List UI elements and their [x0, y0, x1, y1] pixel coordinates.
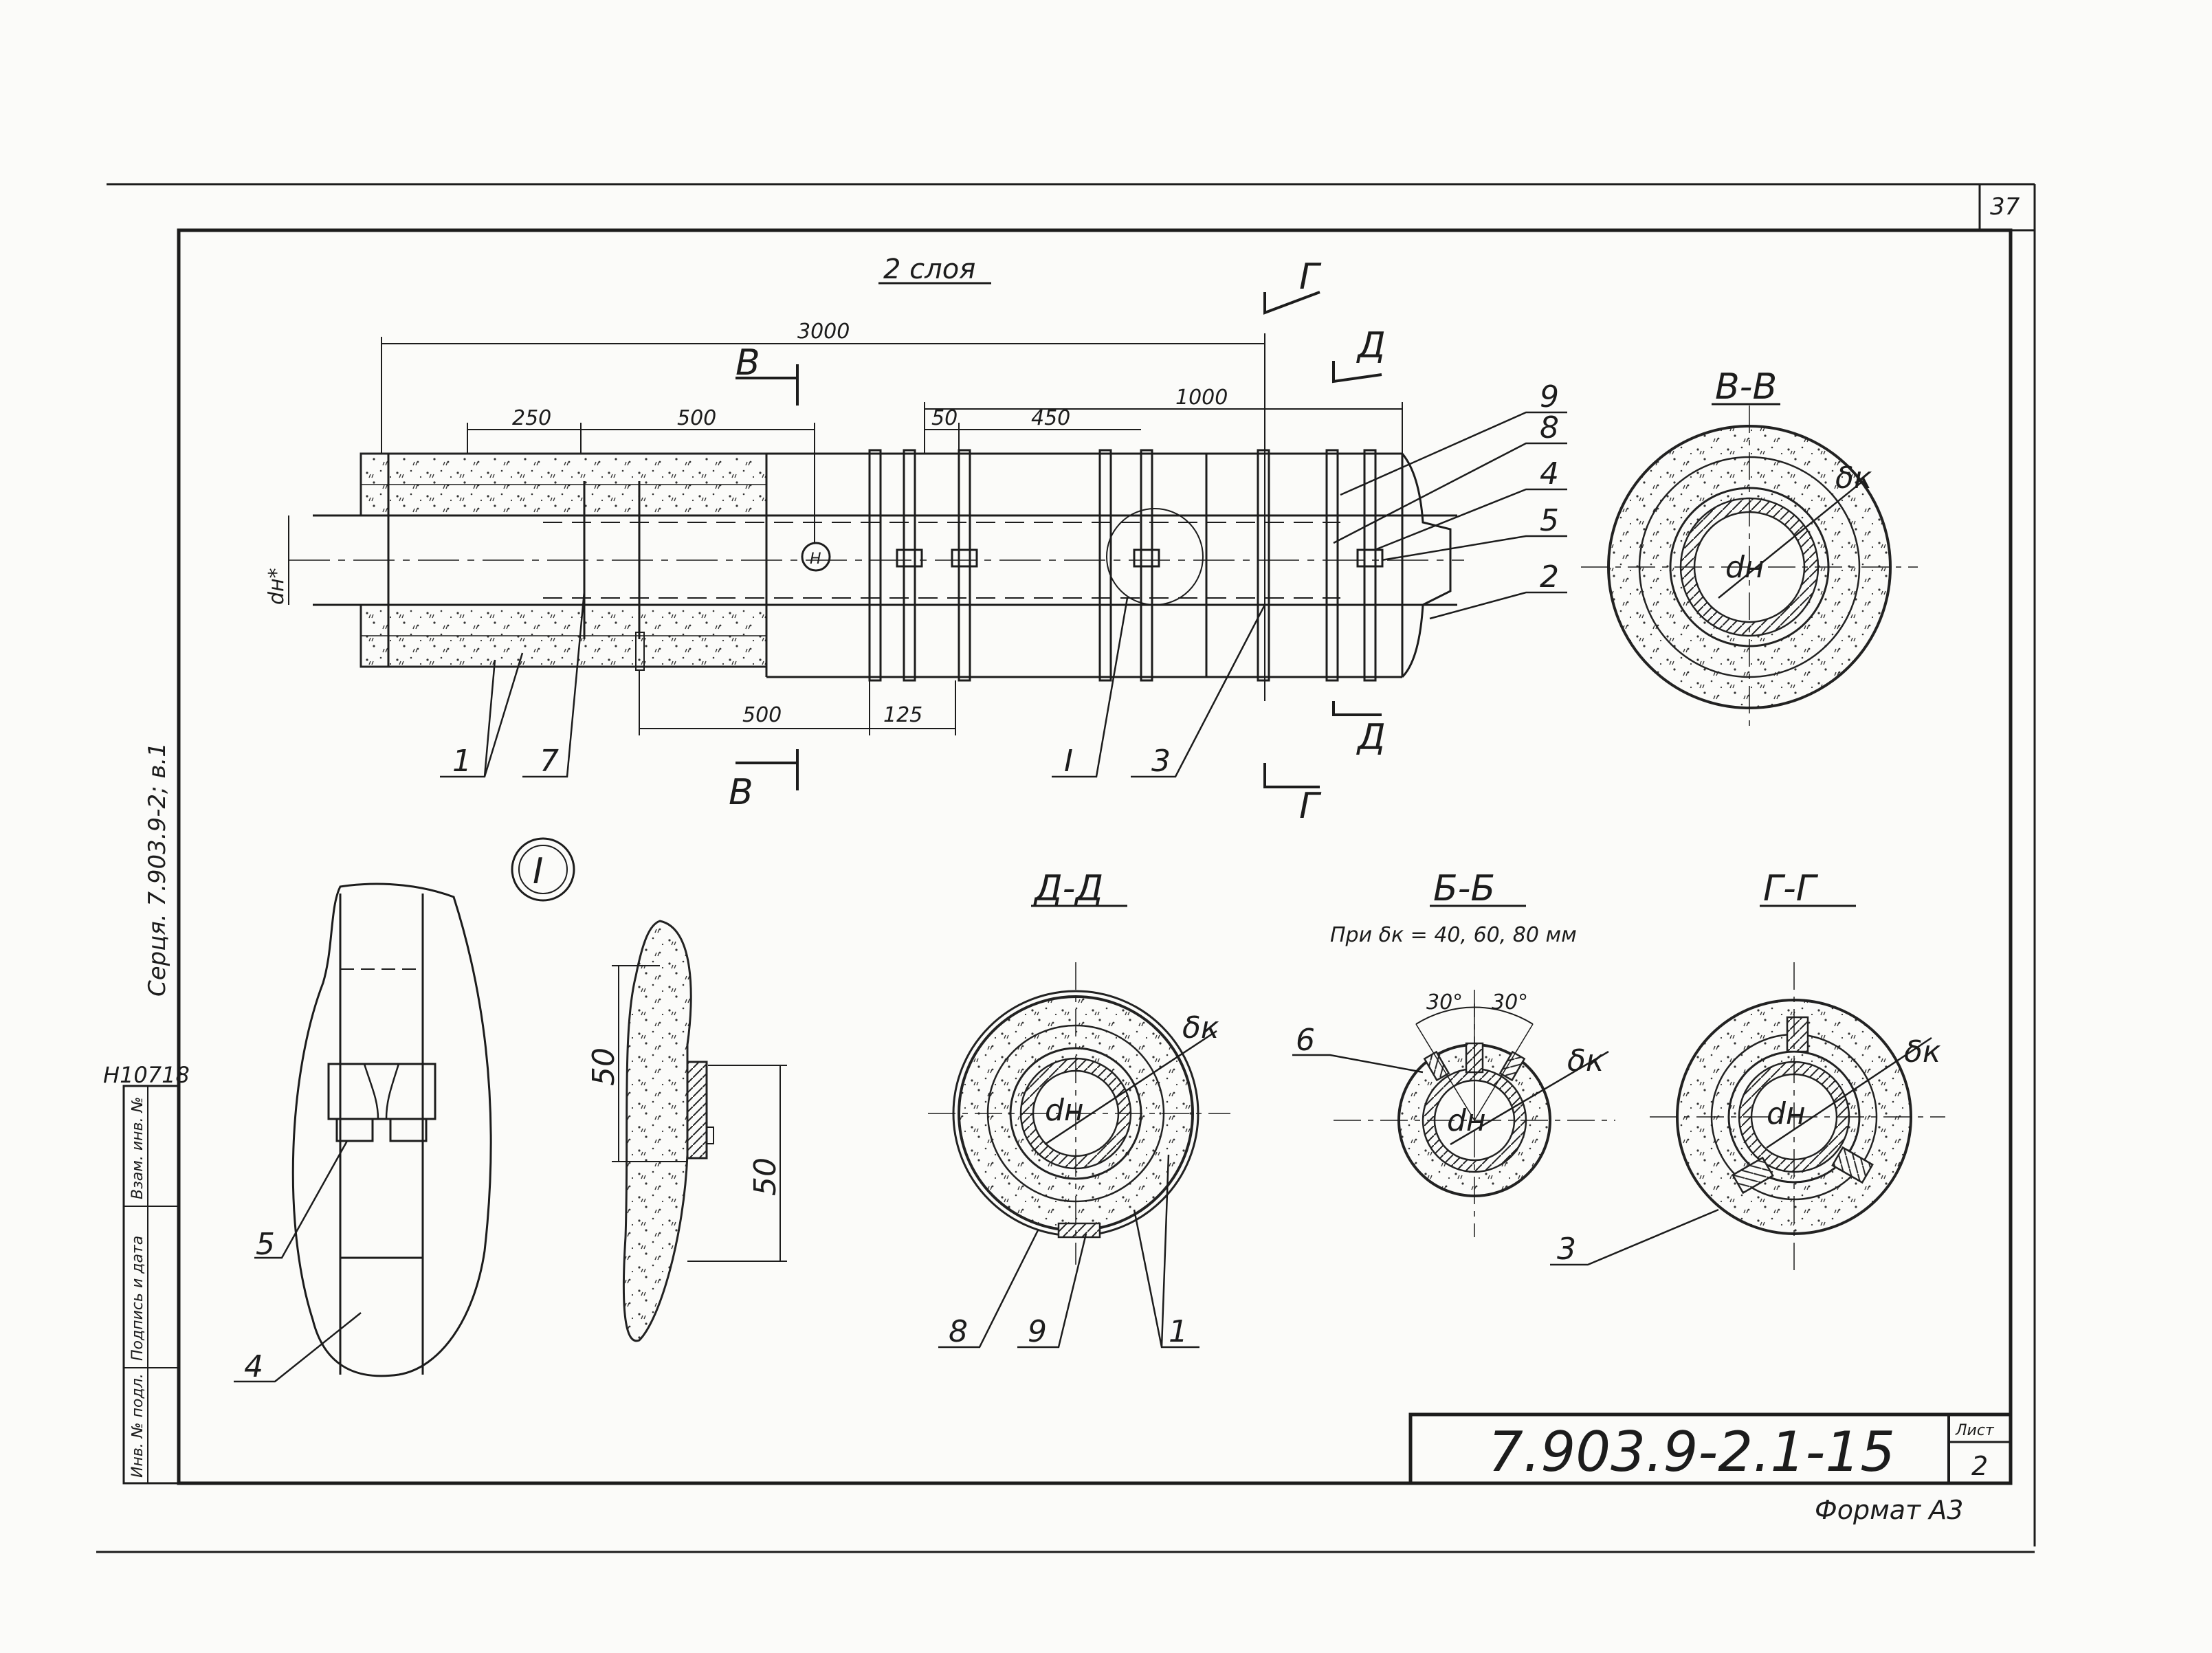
cut-marker-G-bottom: Г: [1299, 786, 1322, 827]
pin-label: Н: [810, 551, 821, 568]
dim-250: 250: [512, 406, 551, 430]
dim-dn: dн*: [265, 568, 289, 605]
section-DD-dn: dн: [1045, 1093, 1084, 1128]
detail-I-dim-50-right: 50: [748, 1157, 783, 1196]
leader-label-3: 3: [1151, 744, 1171, 779]
leader-label-5: 5: [1540, 503, 1559, 538]
detail-I-leader-4: 4: [244, 1349, 263, 1384]
dim-3000: 3000: [797, 320, 850, 344]
dim-500-top: 500: [677, 406, 716, 430]
sheet-label: Лист: [1955, 1422, 1995, 1439]
leader-label-7: 7: [540, 744, 559, 779]
cut-marker-B-top: В: [736, 342, 760, 384]
dim-450: 450: [1031, 406, 1070, 430]
section-BBsmall-dn: dн: [1447, 1103, 1486, 1138]
leader-label-4: 4: [1540, 456, 1559, 491]
dim-500-bottom: 500: [742, 703, 782, 727]
section-DD-dk: δк: [1182, 1010, 1219, 1045]
leader-label-2: 2: [1540, 559, 1559, 595]
detail-I: I 5 4 50 50: [234, 837, 787, 1384]
series-text: Серця. 7.903.9-2; в.1: [144, 742, 171, 997]
detail-I-dim-50-left: 50: [586, 1047, 621, 1086]
section-DD-leader-9: 9: [1028, 1314, 1047, 1349]
section-GG: Г-Г δк dн 3: [1550, 868, 1945, 1272]
section-BBsmall-note: При δк = 40, 60, 80 мм: [1330, 923, 1577, 947]
cut-marker-G-top: Г: [1299, 256, 1322, 298]
section-BBsmall-dk: δк: [1567, 1043, 1604, 1078]
section-DD: Д-Д δк dн 8 9 1: [928, 868, 1230, 1349]
section-DD-leader-8: 8: [949, 1314, 968, 1349]
dim-50: 50: [931, 406, 958, 430]
section-DD-leader-1: 1: [1169, 1314, 1188, 1349]
section-BBsmall-title: Б-Б: [1433, 868, 1495, 909]
section-DD-title: Д-Д: [1033, 868, 1103, 909]
section-BBsmall: Б-Б При δк = 40, 60, 80 мм 30° 30° δк dн…: [1292, 868, 1615, 1237]
section-BBsmall-leader-6: 6: [1296, 1023, 1315, 1058]
leader-label-I: I: [1064, 744, 1073, 779]
stamp-label-inventory: Инв. № подл.: [129, 1373, 146, 1478]
section-BB-dn: dн: [1725, 550, 1765, 585]
section-BB-dk: δк: [1835, 461, 1872, 496]
sheet-frame: [96, 183, 2036, 1553]
archive-number: Н10718: [103, 1062, 190, 1088]
designation: 7.903.9-2.1-15: [1488, 1420, 1895, 1484]
section-GG-title: Г-Г: [1763, 868, 1819, 909]
section-BBsmall-angle-left: 30°: [1426, 990, 1463, 1014]
corner-number: 37: [1990, 193, 2020, 221]
cut-marker-D-bottom: Д: [1356, 717, 1386, 758]
title-block: [1408, 1412, 2013, 1485]
left-stamp: [122, 1085, 180, 1485]
main-view-title: 2 слоя: [883, 254, 975, 285]
dim-125: 125: [883, 703, 922, 727]
stamp-label-replacement: Взам. инв. №: [129, 1097, 146, 1199]
main-view: 2 слоя: [265, 254, 1567, 827]
section-BB-title: В-В: [1715, 366, 1777, 408]
format-label: Формат А3: [1815, 1495, 1963, 1525]
leader-label-9: 9: [1540, 379, 1559, 414]
leader-label-1: 1: [452, 744, 472, 779]
cut-marker-D-top: Д: [1356, 325, 1386, 366]
section-GG-leader-3: 3: [1557, 1232, 1576, 1267]
section-GG-dn: dн: [1767, 1096, 1806, 1131]
sheet-number: 2: [1971, 1451, 1988, 1481]
section-BBsmall-angle-right: 30°: [1492, 990, 1528, 1014]
leader-label-8: 8: [1540, 410, 1559, 445]
stamp-label-signature: Подпись и дата: [129, 1236, 146, 1361]
section-BB: В-В δк dн: [1581, 366, 1918, 729]
dim-1000: 1000: [1175, 386, 1228, 410]
cut-marker-B-bottom: В: [729, 772, 753, 813]
section-GG-dk: δк: [1904, 1034, 1941, 1069]
detail-I-title: I: [533, 851, 543, 892]
detail-I-leader-5: 5: [256, 1227, 275, 1262]
